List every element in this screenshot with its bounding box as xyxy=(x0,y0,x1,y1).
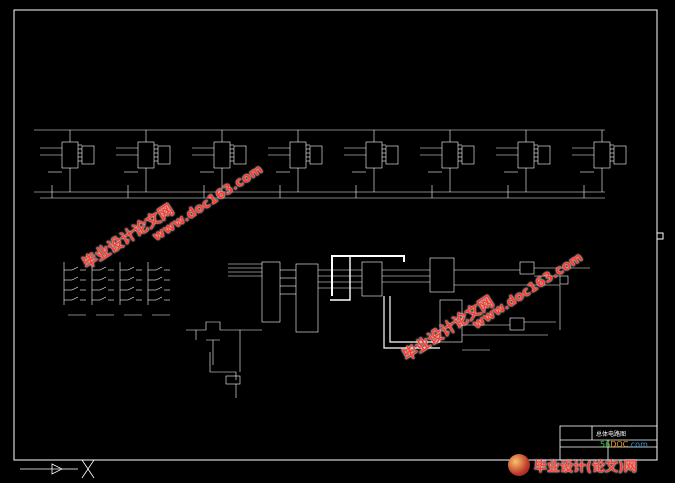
module-1 xyxy=(40,130,95,198)
switch-block xyxy=(63,262,170,316)
module-3 xyxy=(192,130,247,198)
switch-column-4 xyxy=(147,262,170,316)
site-badge: 56DOC.com xyxy=(600,440,648,449)
switch-column-1 xyxy=(63,262,86,316)
corner-marker xyxy=(20,459,95,479)
switch-column-2 xyxy=(91,262,114,316)
site-badge-part1: 56 xyxy=(600,440,611,449)
module-2 xyxy=(116,130,171,198)
site-badge-part2: DOC xyxy=(610,440,629,449)
switch-column-3 xyxy=(119,262,142,316)
module-8 xyxy=(572,130,627,198)
site-badge-part3: .com xyxy=(628,440,648,449)
selection-grip[interactable] xyxy=(656,232,664,240)
site-logo[interactable]: 毕业设计(论文)网 xyxy=(508,452,673,478)
globe-icon xyxy=(508,454,530,476)
site-logo-text: 毕业设计(论文)网 xyxy=(534,459,637,475)
module-6 xyxy=(420,130,475,198)
center-circuit xyxy=(186,255,590,398)
module-4 xyxy=(268,130,323,198)
top-module-row xyxy=(34,129,627,199)
module-5 xyxy=(344,130,399,198)
module-7 xyxy=(496,130,551,198)
title-block-title: 总体电路图 xyxy=(596,430,626,438)
title-block xyxy=(559,425,658,461)
